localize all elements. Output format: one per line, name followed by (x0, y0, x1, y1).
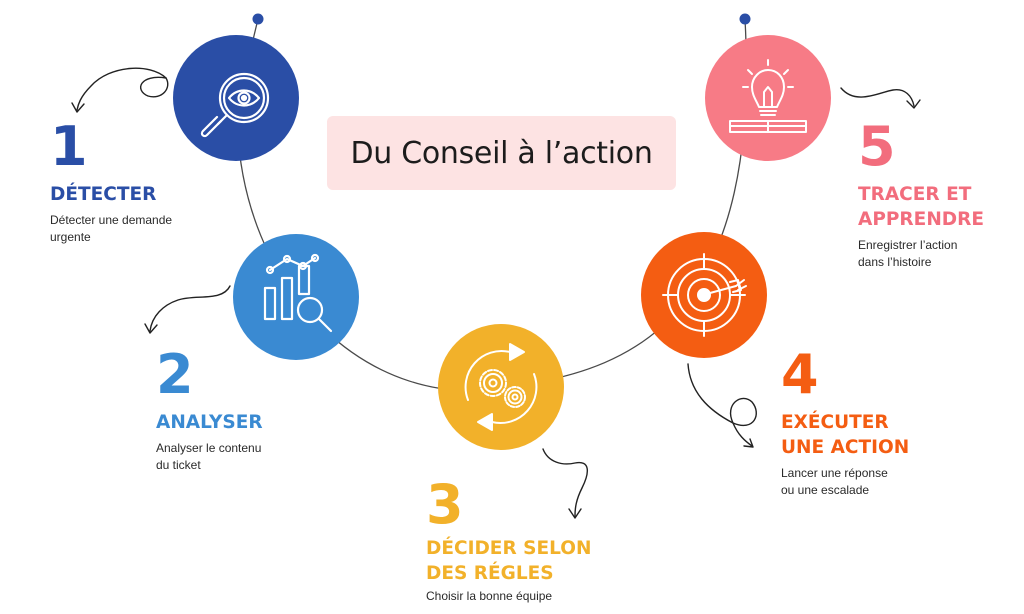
step-3-heading-line-1: DÉCIDER SELON (426, 538, 592, 559)
step-2-description-line-1: Analyser le contenu (156, 441, 262, 455)
step-5-number: 5 (858, 115, 896, 178)
step-5-heading-line-2: APPRENDRE (858, 209, 985, 230)
arc-endpoint-dot-left (252, 13, 264, 25)
gears-cycle-icon (464, 343, 538, 431)
step-5-heading-line-1: TRACER ET (858, 184, 972, 205)
magnifier-eye-icon (200, 72, 270, 138)
curly-arrow-step-3 (542, 448, 588, 519)
step-2-circle (233, 234, 359, 360)
title-box: Du Conseil à l’action (327, 116, 676, 190)
step-2-description-line-2: du ticket (156, 458, 201, 472)
chart-magnifier-icon (263, 253, 333, 333)
curly-arrow-step-4 (687, 363, 757, 448)
step-5-circle (705, 35, 831, 161)
target-arrow-icon (662, 253, 747, 337)
step-1-number: 1 (50, 115, 88, 178)
step-3-number: 3 (426, 473, 464, 536)
curly-arrow-step-1 (71, 67, 169, 113)
step-4-heading-line-1: EXÉCUTER (781, 412, 889, 433)
lightbulb-book-icon (729, 59, 807, 133)
step-1-description-line-1: Détecter une demande (50, 213, 173, 227)
step-1-text: 1 DÉTECTER Détecter une demande urgente (50, 120, 172, 246)
curly-arrow-step-5 (840, 87, 921, 109)
step-4-heading-line-2: UNE ACTION (781, 437, 910, 458)
step-3-description-line-1: Choisir la bonne équipe (426, 589, 553, 603)
arc-endpoint-dot-right (739, 13, 751, 25)
step-4-circle (641, 232, 767, 358)
step-4-description-line-1: Lancer une réponse (781, 466, 888, 480)
step-2-text: 2 ANALYSER Analyser le contenu du ticket (156, 348, 263, 474)
step-1-circle (173, 35, 299, 161)
diagram-title: Du Conseil à l’action (350, 135, 653, 171)
curly-arrow-step-2 (144, 285, 231, 334)
step-5-description-line-2: dans l’histoire (858, 255, 932, 269)
step-3-heading-line-2: DES RÉGLES (426, 563, 554, 584)
step-2-heading: ANALYSER (156, 412, 263, 433)
step-4-description-line-2: ou une escalade (781, 483, 870, 497)
step-4-text: 4 EXÉCUTER UNE ACTION Lancer une réponse… (781, 348, 909, 499)
step-1-heading: DÉTECTER (50, 184, 157, 205)
step-5-text: 5 TRACER ET APPRENDRE Enregistrer l’acti… (858, 120, 984, 271)
step-4-number: 4 (781, 343, 819, 406)
step-3-circle (438, 324, 564, 450)
step-5-description-line-1: Enregistrer l’action (858, 238, 958, 252)
step-3-text: 3 DÉCIDER SELON DES RÉGLES Choisir la bo… (426, 478, 591, 605)
step-1-description-line-2: urgente (50, 230, 91, 244)
step-2-number: 2 (156, 343, 194, 406)
